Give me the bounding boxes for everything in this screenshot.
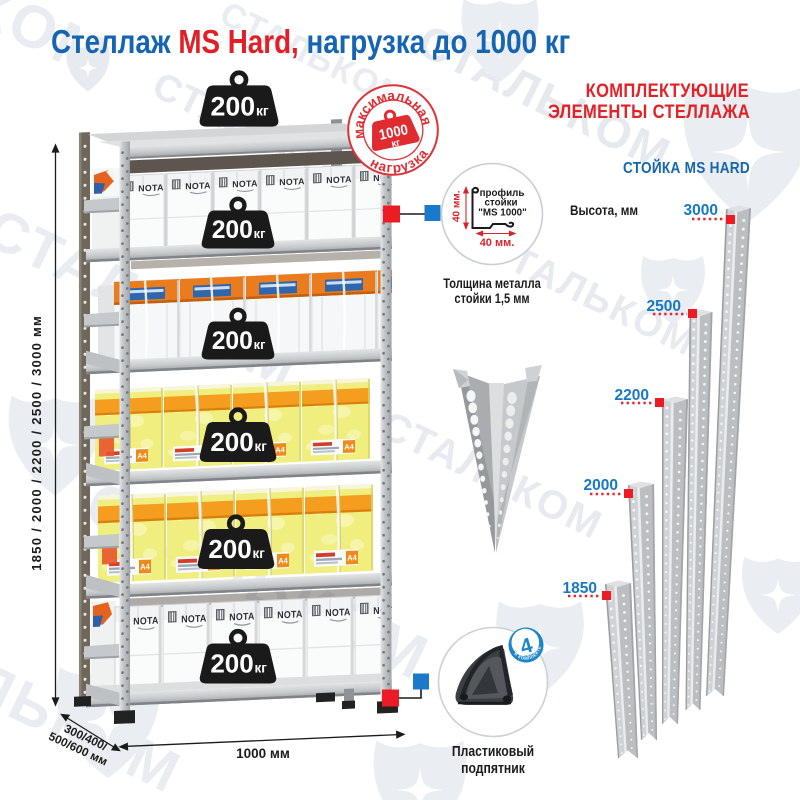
svg-text:подпятник: подпятник [461,760,525,776]
svg-text:Толщина металла: Толщина металла [443,276,541,291]
svg-text:кг: кг [390,137,401,150]
svg-text:профиль: профиль [480,188,525,199]
svg-text:стойки: стойки [484,198,517,209]
svg-text:1850 / 2000 / 2200 / 2500 / 30: 1850 / 2000 / 2200 / 2500 / 3000 мм [29,315,44,571]
svg-text:ШТУКИ: ШТУКИ [521,652,537,660]
svg-text:КОМПЛЕКТУЮЩИЕ: КОМПЛЕКТУЮЩИЕ [586,80,749,101]
svg-text:ЭЛЕМЕНТЫ СТЕЛЛАЖА: ЭЛЕМЕНТЫ СТЕЛЛАЖА [548,101,750,122]
svg-text:1850: 1850 [563,580,597,597]
svg-text:Высота, мм: Высота, мм [570,202,638,218]
svg-text:2000: 2000 [584,477,618,494]
svg-text:2500: 2500 [647,298,681,315]
svg-text:2200: 2200 [615,387,649,404]
svg-text:3000: 3000 [684,202,718,219]
svg-text:СТОЙКА MS HARD: СТОЙКА MS HARD [623,158,750,177]
svg-text:Стеллаж MS Hard, нагрузка до 1: Стеллаж MS Hard, нагрузка до 1000 кг [51,23,570,61]
svg-text:40 мм.: 40 мм. [480,237,515,249]
svg-text:40 мм.: 40 мм. [452,190,463,222]
svg-text:1000 мм: 1000 мм [236,746,290,761]
svg-text:стойки 1,5 мм: стойки 1,5 мм [454,291,529,306]
svg-text:Пластиковый: Пластиковый [452,743,534,759]
svg-text:"MS 1000": "MS 1000" [478,208,527,219]
svg-text:1000: 1000 [377,120,409,143]
